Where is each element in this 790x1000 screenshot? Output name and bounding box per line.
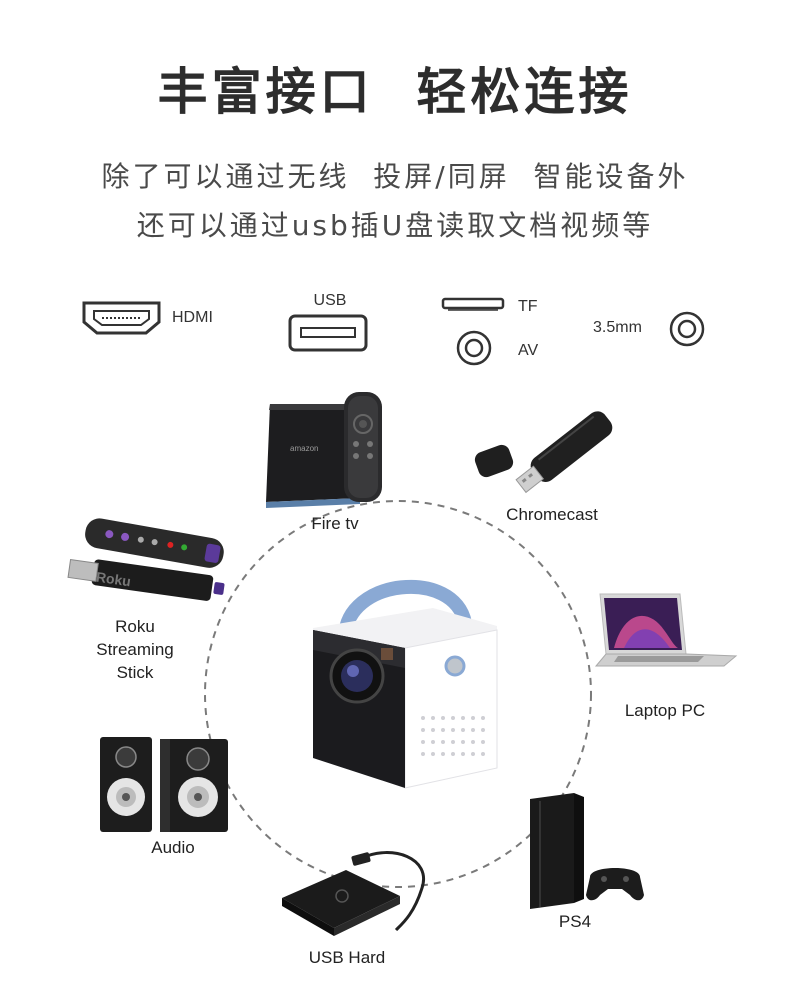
laptop-label: Laptop PC <box>624 701 706 720</box>
fire-box-brand: amazon <box>290 444 319 453</box>
projector-icon <box>313 579 498 789</box>
av-jack-icon <box>456 330 492 366</box>
ps4-icon <box>530 793 644 909</box>
subtitle-line-1: 除了可以通过无线 投屏/同屏 智能设备外 <box>101 160 689 193</box>
usb-hard-drive-icon <box>282 851 426 936</box>
page-title: 丰富接口 轻松连接 <box>157 63 633 121</box>
usb-label: USB <box>313 292 347 309</box>
hdmi-port-icon <box>82 301 161 335</box>
chromecast-label: Chromecast <box>506 505 598 524</box>
ps4-label: PS4 <box>558 912 592 931</box>
audio-label: Audio <box>151 838 195 857</box>
subtitle-line-2: 还可以通过usb插U盘读取文档视频等 <box>136 209 654 242</box>
laptop-icon <box>594 593 738 667</box>
usb-hard-label: USB Hard <box>308 948 386 967</box>
speakers-icon <box>100 737 228 832</box>
tf-slot-icon <box>441 297 505 311</box>
roku-stick-icon <box>67 518 225 601</box>
roku-label-line-3: Stick <box>116 663 154 682</box>
hdmi-label: HDMI <box>172 309 213 326</box>
fire-tv-label: Fire tv <box>311 514 359 533</box>
roku-label-line-1: Roku <box>115 617 155 636</box>
roku-label-line-2: Streaming <box>96 640 174 659</box>
chromecast-icon <box>474 411 613 494</box>
audio-jack-icon <box>669 311 705 347</box>
av-label: AV <box>518 342 539 359</box>
fire-tv-icon <box>266 392 382 508</box>
tf-label: TF <box>518 298 538 315</box>
usb-port-icon <box>288 314 368 352</box>
audio-jack-label: 3.5mm <box>593 319 642 336</box>
